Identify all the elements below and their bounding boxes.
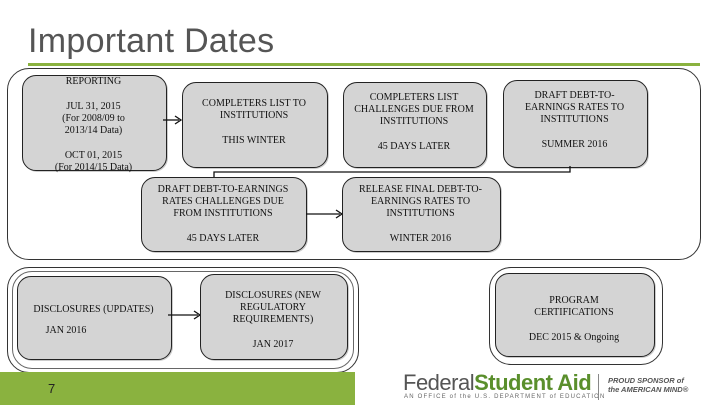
step-draft-rates-box [503, 80, 648, 168]
reporting-box [22, 75, 167, 171]
disclosures-updates-box [17, 276, 172, 360]
reporting-note-2: (For 2014/15 Data) [54, 162, 133, 173]
step-rates-challenges-box [141, 177, 307, 252]
program-certifications-box [495, 273, 655, 357]
step-4-date: 45 DAYS LATER [186, 233, 260, 244]
step-1-label: COMPLETERS LIST TO INSTITUTIONS [202, 98, 306, 121]
step-2-date: 45 DAYS LATER [377, 141, 451, 152]
arrow-disclosures [168, 310, 202, 320]
federal-student-aid-logo: FederalStudent Aid [403, 370, 592, 396]
page-title: Important Dates [28, 22, 275, 60]
disclosures-updates-label: DISCLOSURES (UPDATES) [33, 304, 154, 315]
brand-part-1: Federal [403, 370, 475, 395]
page-number: 7 [48, 381, 56, 396]
step-final-rates-box [342, 177, 501, 252]
title-underline [28, 63, 700, 66]
reporting-note-1: (For 2008/09 to 2013/14 Data) [62, 113, 125, 136]
step-completers-list-box [182, 82, 328, 168]
arrow-reporting-to-completers [163, 115, 183, 125]
step-5-date: WINTER 2016 [389, 233, 452, 244]
step-3-label: DRAFT DEBT-TO-EARNINGS RATES TO INSTITUT… [524, 90, 625, 125]
sponsor-tagline: PROUD SPONSOR of the AMERICAN MIND® [608, 376, 694, 394]
step-3-date: SUMMER 2016 [541, 139, 608, 150]
disclosures-new-date: JAN 2017 [252, 339, 294, 350]
logo-divider [598, 374, 599, 400]
step-2-label: COMPLETERS LIST CHALLENGES DUE FROM INST… [354, 92, 474, 127]
reporting-header: REPORTING [65, 76, 122, 87]
reporting-date-2: OCT 01, 2015 [64, 150, 123, 161]
sponsor-text: PROUD SPONSOR of the AMERICAN MIND® [608, 376, 689, 394]
disclosures-new-label: DISCLOSURES (NEW REGULATORY REQUIREMENTS… [225, 290, 321, 325]
disclosures-panel-inner [12, 271, 354, 369]
footer-accent-bar [0, 372, 355, 405]
brand-subtitle: AN OFFICE of the U.S. DEPARTMENT of EDUC… [404, 394, 606, 400]
reporting-date-1: JUL 31, 2015 [66, 101, 121, 112]
brand-part-2: Student Aid [474, 370, 592, 395]
arrow-challenges-to-final-rates [306, 209, 344, 219]
disclosures-new-box [200, 274, 348, 360]
step-1-date: THIS WINTER [222, 135, 286, 146]
step-completers-challenges-box [343, 82, 487, 168]
disclosures-updates-date: JAN 2016 [45, 325, 87, 336]
program-certifications-label: PROGRAM CERTIFICATIONS [534, 295, 614, 318]
step-4-label: DRAFT DEBT-TO-EARNINGS RATES CHALLENGES … [157, 184, 289, 219]
step-5-label: RELEASE FINAL DEBT-TO-EARNINGS RATES TO … [359, 184, 482, 219]
program-certifications-date: DEC 2015 & Ongoing [528, 332, 620, 343]
